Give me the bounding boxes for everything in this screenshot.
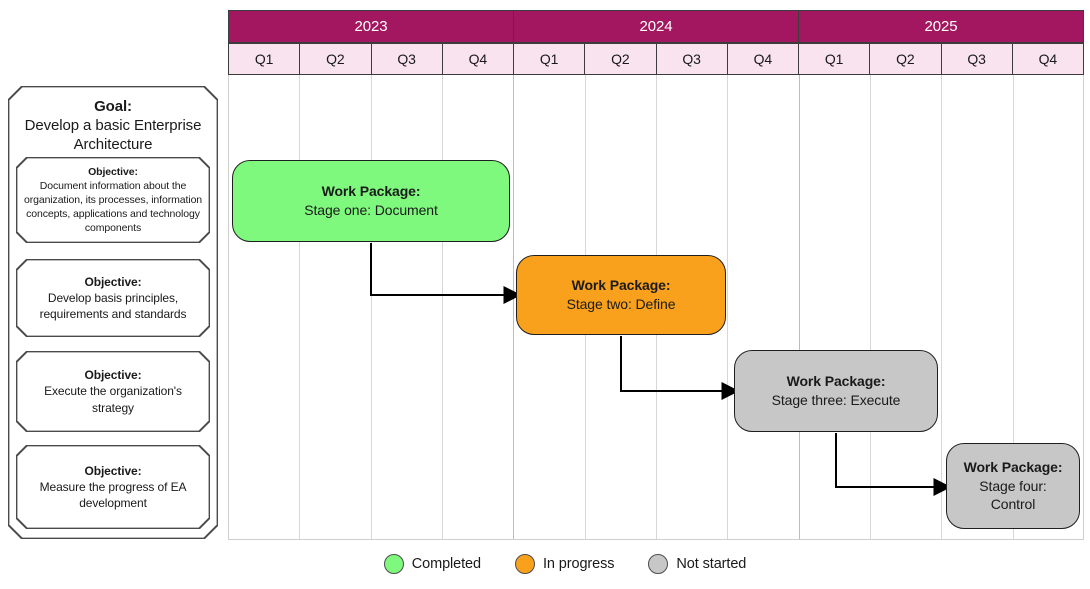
legend: Completed In progress Not started [20, 554, 1090, 574]
goal-panel: Goal: Develop a basic Enterprise Archite… [8, 86, 218, 539]
objective-box-background [17, 446, 208, 527]
quarter-header: Q4 [441, 44, 513, 74]
objective-box-3: Objective: Execute the organization's st… [16, 351, 210, 432]
quarter-header: Q1 [798, 44, 869, 74]
quarter-header: Q3 [940, 44, 1012, 74]
work-package-stage-three: Work Package: Stage three: Execute [734, 350, 938, 432]
quarter-header: Q3 [655, 44, 727, 74]
legend-label: In progress [542, 556, 615, 572]
objective-label: Objective: [88, 165, 138, 178]
work-package-stage-two: Work Package: Stage two: Define [516, 255, 726, 335]
work-package-text: Stage two: Define [566, 296, 676, 312]
work-package-text: Stage one: Document [304, 202, 438, 218]
grid-line [870, 75, 871, 539]
work-package-label: Work Package: [321, 183, 421, 200]
work-package-label: Work Package: [786, 373, 886, 390]
completed-status-icon [383, 554, 404, 574]
grid-line [299, 75, 301, 539]
grid-line [727, 75, 729, 539]
legend-label: Completed [411, 556, 481, 572]
grid-line [941, 75, 943, 539]
objective-box-background [17, 352, 208, 430]
work-package-text: Stage four: Control [979, 477, 1047, 513]
goal-label: Goal: [94, 98, 132, 115]
objective-box-1: Objective: Document information about th… [16, 157, 210, 243]
grid-line [1012, 75, 1014, 539]
work-package-label: Work Package: [963, 458, 1063, 475]
legend-item-not-started: Not started [648, 554, 746, 574]
grid-line [442, 75, 443, 539]
objective-label: Objective: [84, 368, 142, 383]
objective-text: Document information about the organizat… [23, 179, 203, 235]
grid-line [370, 75, 372, 539]
work-package-label: Work Package: [571, 277, 671, 294]
legend-item-completed: Completed [383, 554, 481, 574]
year-header-2025: 2025 [798, 11, 1083, 42]
quarter-header: Q2 [584, 44, 655, 74]
objective-text: Develop basis principles, requirements a… [39, 290, 187, 322]
quarter-header-row: Q1 Q2 Q3 Q4 Q1 Q2 Q3 Q4 Q1 Q2 Q3 Q4 [228, 43, 1084, 75]
grid-line-year-boundary [798, 75, 800, 539]
legend-label: Not started [676, 556, 747, 572]
quarter-header: Q3 [370, 44, 442, 74]
objective-text: Execute the organization's strategy [44, 384, 182, 415]
quarter-header: Q4 [1011, 44, 1083, 74]
quarter-header: Q1 [254, 51, 274, 67]
goal-text: Develop a basic Enterprise Architecture [24, 116, 202, 153]
not-started-status-icon [648, 554, 669, 574]
quarter-header: Q1 [513, 44, 584, 74]
year-header-row: 2023 2024 2025 [228, 10, 1084, 43]
year-header-2023: 2023 [354, 18, 388, 35]
work-package-text: Stage three: Execute [771, 392, 901, 408]
objective-box-background [17, 260, 208, 335]
grid-line-year-boundary [513, 75, 515, 539]
in-progress-status-icon [514, 554, 535, 574]
quarter-header: Q2 [299, 44, 370, 74]
objective-text: Measure the progress of EA development [39, 479, 187, 511]
work-package-stage-one: Work Package: Stage one: Document [232, 160, 510, 242]
legend-item-in-progress: In progress [514, 554, 615, 574]
objective-box-4: Objective: Measure the progress of EA de… [16, 445, 210, 529]
year-header-2024: 2024 [513, 11, 798, 42]
objective-label: Objective: [84, 274, 142, 289]
objective-label: Objective: [84, 463, 142, 478]
quarter-header: Q2 [869, 44, 940, 74]
objective-box-2: Objective: Develop basis principles, req… [16, 259, 210, 337]
work-package-stage-four: Work Package: Stage four: Control [946, 443, 1080, 529]
goal-title: Goal: Develop a basic Enterprise Archite… [18, 98, 208, 154]
objective-box-background [17, 158, 208, 241]
quarter-header: Q4 [726, 44, 798, 74]
